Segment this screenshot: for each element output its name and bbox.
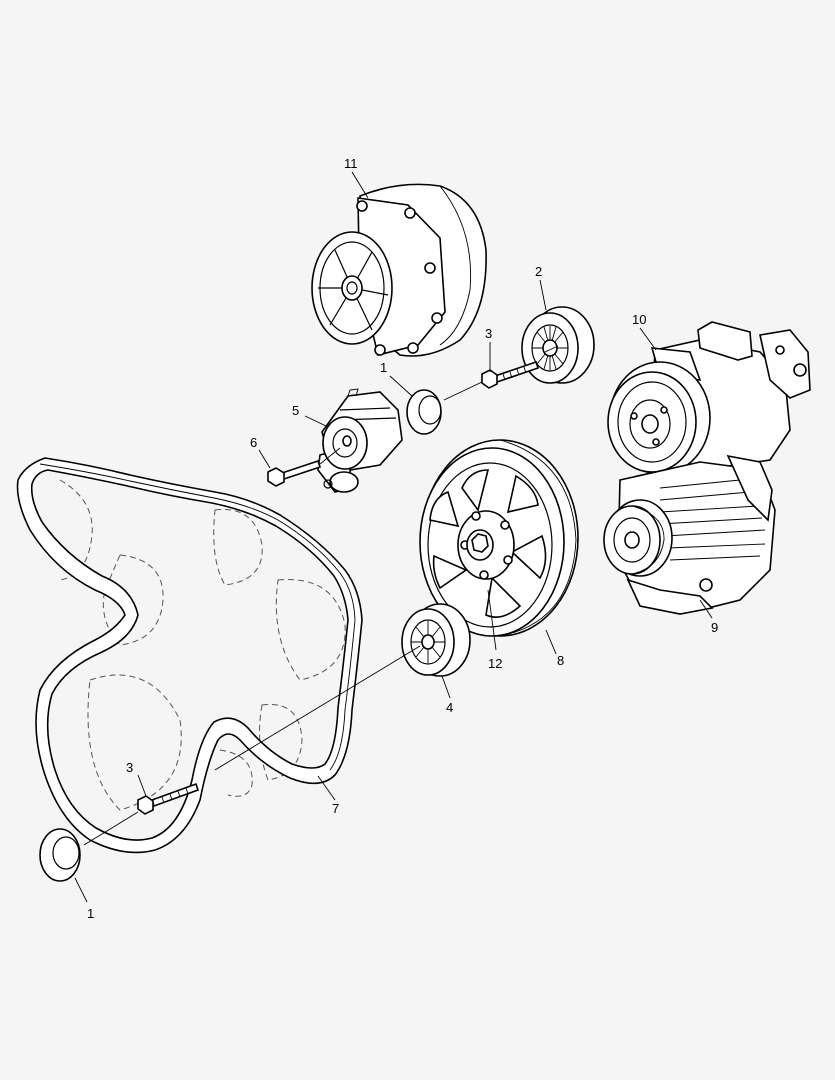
callout-1-lower: 1 [87, 906, 94, 921]
callout-1-upper: 1 [380, 360, 387, 375]
callout-12: 12 [488, 656, 502, 671]
callout-11: 11 [344, 156, 358, 171]
callout-9: 9 [711, 620, 718, 635]
water-pump [311, 183, 487, 357]
bolt-tensioner [267, 447, 341, 487]
belt-tensioner [317, 388, 403, 493]
callout-4: 4 [446, 700, 453, 715]
idler-pulley-lower [401, 603, 471, 677]
callout-5: 5 [292, 403, 299, 418]
callout-6: 6 [250, 435, 257, 450]
callout-10: 10 [632, 312, 646, 327]
callout-2: 2 [535, 264, 542, 279]
bolt-lower [137, 782, 200, 815]
alternator [603, 454, 776, 615]
callout-labels: 11 2 3 1 10 5 6 12 8 9 4 3 7 1 [87, 156, 718, 921]
callout-3-upper: 3 [485, 326, 492, 341]
idler-pulley-upper [521, 306, 595, 384]
callout-8: 8 [557, 653, 564, 668]
callout-3-lower: 3 [126, 760, 133, 775]
dust-cap-lower [39, 828, 81, 882]
callout-7: 7 [332, 801, 339, 816]
drive-belt [16, 457, 363, 854]
ac-compressor [607, 321, 811, 475]
leader-lines [74, 171, 713, 903]
bolt-upper [481, 360, 540, 389]
crankshaft-pulley [419, 439, 579, 637]
dust-cap-upper [406, 389, 442, 435]
